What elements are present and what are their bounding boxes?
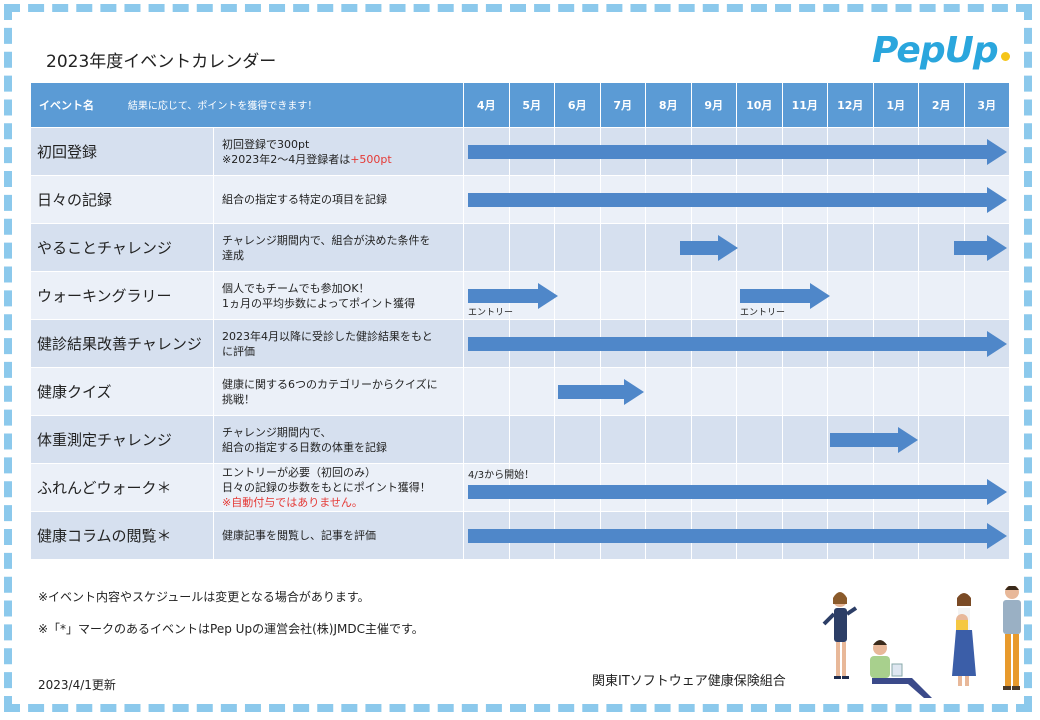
start-note: 4/3から開始！ bbox=[468, 470, 535, 481]
desc-line: 個人でもチームでも参加OK！ bbox=[222, 281, 370, 295]
event-name: 健康クイズ bbox=[30, 367, 214, 416]
event-name: ふれんどウォーク＊ bbox=[30, 463, 214, 512]
desc-line: 日々の記録の歩数をもとにポイント獲得！ bbox=[222, 481, 431, 494]
period-arrow bbox=[558, 378, 644, 405]
updated-date: 2023/4/1更新 bbox=[38, 678, 116, 692]
month-header: 2月 bbox=[918, 82, 965, 128]
pepup-logo: PepUp bbox=[872, 30, 1010, 71]
page-title: 2023年度イベントカレンダー bbox=[46, 52, 277, 72]
event-row: 健康コラムの閲覧＊ 健康記事を閲覧し、記事を評価 bbox=[30, 511, 1010, 560]
logo-text: PepUp bbox=[872, 30, 999, 71]
event-name: ウォーキングラリー bbox=[30, 271, 214, 320]
desc-line: 健康記事を閲覧し、記事を評価 bbox=[222, 529, 376, 542]
desc-line: チャレンジ期間内で、組合が決めた条件を bbox=[222, 233, 431, 247]
desc-line: 2023年4月以降に受診した健診結果をもと bbox=[222, 329, 433, 343]
event-calendar-table: イベント名 結果に応じて、ポイントを獲得できます！ 4月 5月 6月 7月 8月… bbox=[30, 82, 1010, 566]
desc-line: エントリーが必要（初回のみ） bbox=[222, 466, 376, 479]
desc-line: 初回登録で300pt bbox=[222, 137, 310, 151]
period-arrow bbox=[468, 186, 1007, 213]
desc-line: 組合の指定する日数の体重を記録 bbox=[222, 440, 387, 454]
timeline bbox=[463, 223, 1010, 272]
month-header: 6月 bbox=[554, 82, 601, 128]
event-name: 体重測定チャレンジ bbox=[30, 415, 214, 464]
event-desc: エントリーが必要（初回のみ） 日々の記録の歩数をもとにポイント獲得！ ※自動付与では… bbox=[213, 463, 464, 512]
dashed-frame bbox=[4, 4, 1032, 712]
event-row: ふれんどウォーク＊ エントリーが必要（初回のみ） 日々の記録の歩数をもとにポイント… bbox=[30, 463, 1010, 512]
desc-line: ※2023年2～4月登録者は bbox=[222, 152, 351, 166]
event-col-label: イベント名 bbox=[39, 99, 94, 112]
month-header: 1月 bbox=[872, 82, 919, 128]
timeline bbox=[463, 127, 1010, 176]
desc-line: 達成 bbox=[222, 248, 244, 262]
event-desc: 組合の指定する特定の項目を記録 bbox=[213, 175, 464, 224]
event-column-header: イベント名 結果に応じて、ポイントを獲得できます！ bbox=[30, 82, 464, 128]
month-header: 5月 bbox=[508, 82, 555, 128]
timeline: 4/3から開始！ bbox=[463, 463, 1010, 512]
month-header: 9月 bbox=[690, 82, 737, 128]
period-arrow bbox=[830, 426, 918, 453]
event-desc: チャレンジ期間内で、組合が決めた条件を達成 bbox=[213, 223, 464, 272]
month-header: 8月 bbox=[645, 82, 692, 128]
desc-warning: ※自動付与ではありません。 bbox=[222, 496, 363, 509]
timeline bbox=[463, 319, 1010, 368]
month-header: 7月 bbox=[599, 82, 646, 128]
event-desc: チャレンジ期間内で、組合の指定する日数の体重を記録 bbox=[213, 415, 464, 464]
timeline bbox=[463, 511, 1010, 560]
desc-highlight: +500pt bbox=[350, 152, 392, 166]
desc-line: 健康に関する6つのカテゴリーからクイズに bbox=[222, 377, 438, 391]
people-illustration bbox=[822, 586, 1021, 698]
month-header: 12月 bbox=[827, 82, 874, 128]
event-row: 初回登録 初回登録で300pt※2023年2～4月登録者は+500pt bbox=[30, 127, 1010, 176]
timeline bbox=[463, 415, 1010, 464]
desc-line: チャレンジ期間内で、 bbox=[222, 425, 332, 439]
period-arrow bbox=[680, 234, 738, 261]
period-arrow bbox=[468, 522, 1007, 549]
event-name: 健康コラムの閲覧＊ bbox=[30, 511, 214, 560]
period-arrow bbox=[468, 330, 1007, 357]
desc-line: 1ヵ月の平均歩数によってポイント獲得 bbox=[222, 296, 416, 310]
event-desc: 初回登録で300pt※2023年2～4月登録者は+500pt bbox=[213, 127, 464, 176]
event-col-sub: 結果に応じて、ポイントを獲得できます！ bbox=[127, 101, 318, 112]
timeline bbox=[463, 175, 1010, 224]
event-desc: 2023年4月以降に受診した健診結果をもとに評価 bbox=[213, 319, 464, 368]
organization-name: 関東ITソフトウェア健康保険組合 bbox=[592, 674, 786, 689]
event-desc: 個人でもチームでも参加OK！1ヵ月の平均歩数によってポイント獲得 bbox=[213, 271, 464, 320]
event-row: 日々の記録 組合の指定する特定の項目を記録 bbox=[30, 175, 1010, 224]
event-row: 健康クイズ 健康に関する6つのカテゴリーからクイズに挑戦！ bbox=[30, 367, 1010, 416]
event-desc: 健康に関する6つのカテゴリーからクイズに挑戦！ bbox=[213, 367, 464, 416]
event-name: やることチャレンジ bbox=[30, 223, 214, 272]
event-row: 体重測定チャレンジ チャレンジ期間内で、組合の指定する日数の体重を記録 bbox=[30, 415, 1010, 464]
event-name: 健診結果改善チャレンジ bbox=[30, 319, 214, 368]
month-header: 3月 bbox=[963, 82, 1010, 128]
event-row: 健診結果改善チャレンジ 2023年4月以降に受診した健診結果をもとに評価 bbox=[30, 319, 1010, 368]
entry-note: エントリー bbox=[740, 308, 786, 318]
period-arrow bbox=[468, 282, 558, 309]
desc-line: 組合の指定する特定の項目を記録 bbox=[222, 193, 387, 206]
month-header: 10月 bbox=[736, 82, 783, 128]
logo-dot bbox=[1000, 52, 1010, 61]
period-arrow bbox=[740, 282, 830, 309]
period-arrow bbox=[954, 234, 1007, 261]
period-arrow bbox=[468, 138, 1007, 165]
entry-note: エントリー bbox=[468, 308, 514, 318]
month-header: 11月 bbox=[781, 82, 828, 128]
event-desc: 健康記事を閲覧し、記事を評価 bbox=[213, 511, 464, 560]
event-name: 日々の記録 bbox=[30, 175, 214, 224]
timeline: エントリー エントリー bbox=[463, 271, 1010, 320]
footnote-schedule: ※イベント内容やスケジュールは変更となる場合があります。 bbox=[38, 590, 370, 604]
event-row: やることチャレンジ チャレンジ期間内で、組合が決めた条件を達成 bbox=[30, 223, 1010, 272]
period-arrow bbox=[468, 479, 1007, 506]
footnote-jmdc: ※「*」マークのあるイベントはPep Upの運営会社(株)JMDC主催です。 bbox=[38, 622, 424, 636]
timeline bbox=[463, 367, 1010, 416]
desc-line: に評価 bbox=[222, 344, 255, 358]
event-name: 初回登録 bbox=[30, 127, 214, 176]
event-row: ウォーキングラリー 個人でもチームでも参加OK！1ヵ月の平均歩数によってポイント… bbox=[30, 271, 1010, 320]
month-header: 4月 bbox=[463, 82, 510, 128]
desc-line: 挑戦！ bbox=[222, 392, 255, 406]
